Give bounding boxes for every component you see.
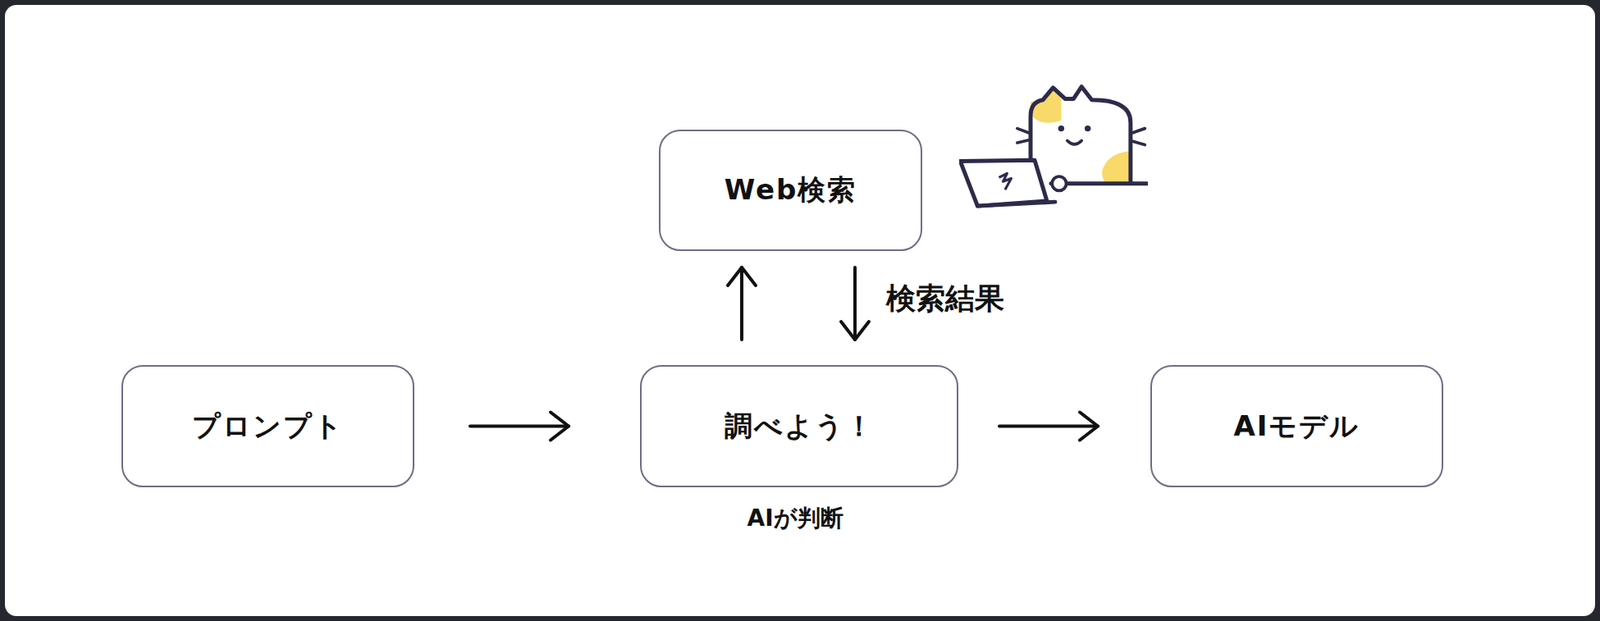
box-label: 調べよう！ (724, 407, 875, 446)
arrow-line (470, 425, 569, 429)
arrow-line (740, 267, 744, 340)
process-box: AIモデル (1150, 365, 1444, 488)
arrow-head (727, 267, 756, 286)
box-label: Web検索 (724, 171, 858, 210)
arrow-connector (841, 267, 869, 340)
process-box: プロンプト (121, 365, 415, 488)
arrow-connector (999, 412, 1098, 441)
box-label: プロンプト (192, 407, 344, 446)
arrow-line (853, 267, 857, 340)
box-label: AIモデル (1234, 407, 1361, 446)
cat-illustration (959, 84, 1148, 210)
arrow-head (841, 321, 869, 340)
arrow-head (1079, 412, 1098, 441)
arrow-connector (470, 412, 569, 441)
edge-label: 検索結果 (886, 278, 1005, 320)
process-box: Web検索 (658, 129, 923, 252)
arrow-head (550, 412, 569, 441)
arrow-line (999, 425, 1098, 429)
process-box: 調べよう！ (640, 365, 959, 488)
note-label: AIが判断 (747, 502, 844, 535)
arrow-connector (727, 267, 756, 340)
